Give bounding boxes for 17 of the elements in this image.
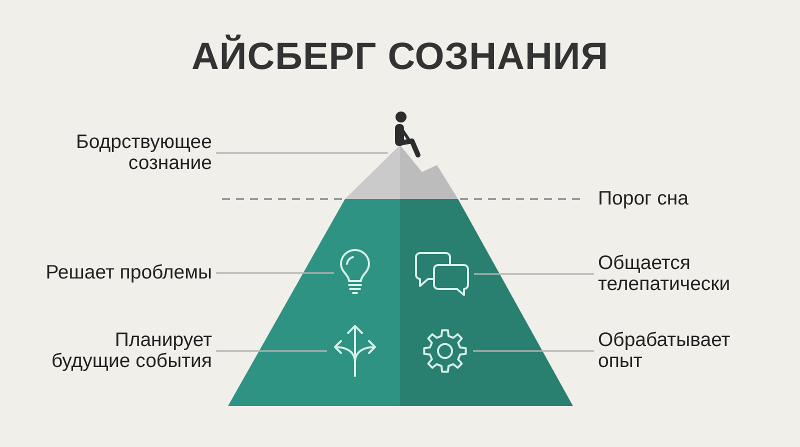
iceberg-tip bbox=[345, 145, 458, 199]
branching-arrows-icon bbox=[331, 322, 379, 378]
leader-line bbox=[216, 350, 327, 352]
callout-label: Бодрствующее сознание bbox=[76, 132, 212, 174]
gear-icon bbox=[421, 327, 469, 375]
speech-bubbles-icon bbox=[414, 251, 470, 297]
leader-line bbox=[216, 272, 334, 274]
callout-label: Планирует будущие события bbox=[51, 330, 212, 372]
title: АЙСБЕРГ СОЗНАНИЯ bbox=[191, 34, 609, 80]
lightbulb-icon bbox=[338, 250, 372, 296]
leader-line bbox=[474, 273, 594, 275]
callout-label: Общается телепатически bbox=[598, 253, 730, 295]
leader-line bbox=[473, 350, 594, 352]
callout-label: Решает проблемы bbox=[46, 262, 212, 284]
leader-line bbox=[216, 152, 388, 154]
callout-label: Обрабатывает опыт bbox=[598, 330, 730, 372]
threshold-label: Порог сна bbox=[598, 188, 688, 210]
